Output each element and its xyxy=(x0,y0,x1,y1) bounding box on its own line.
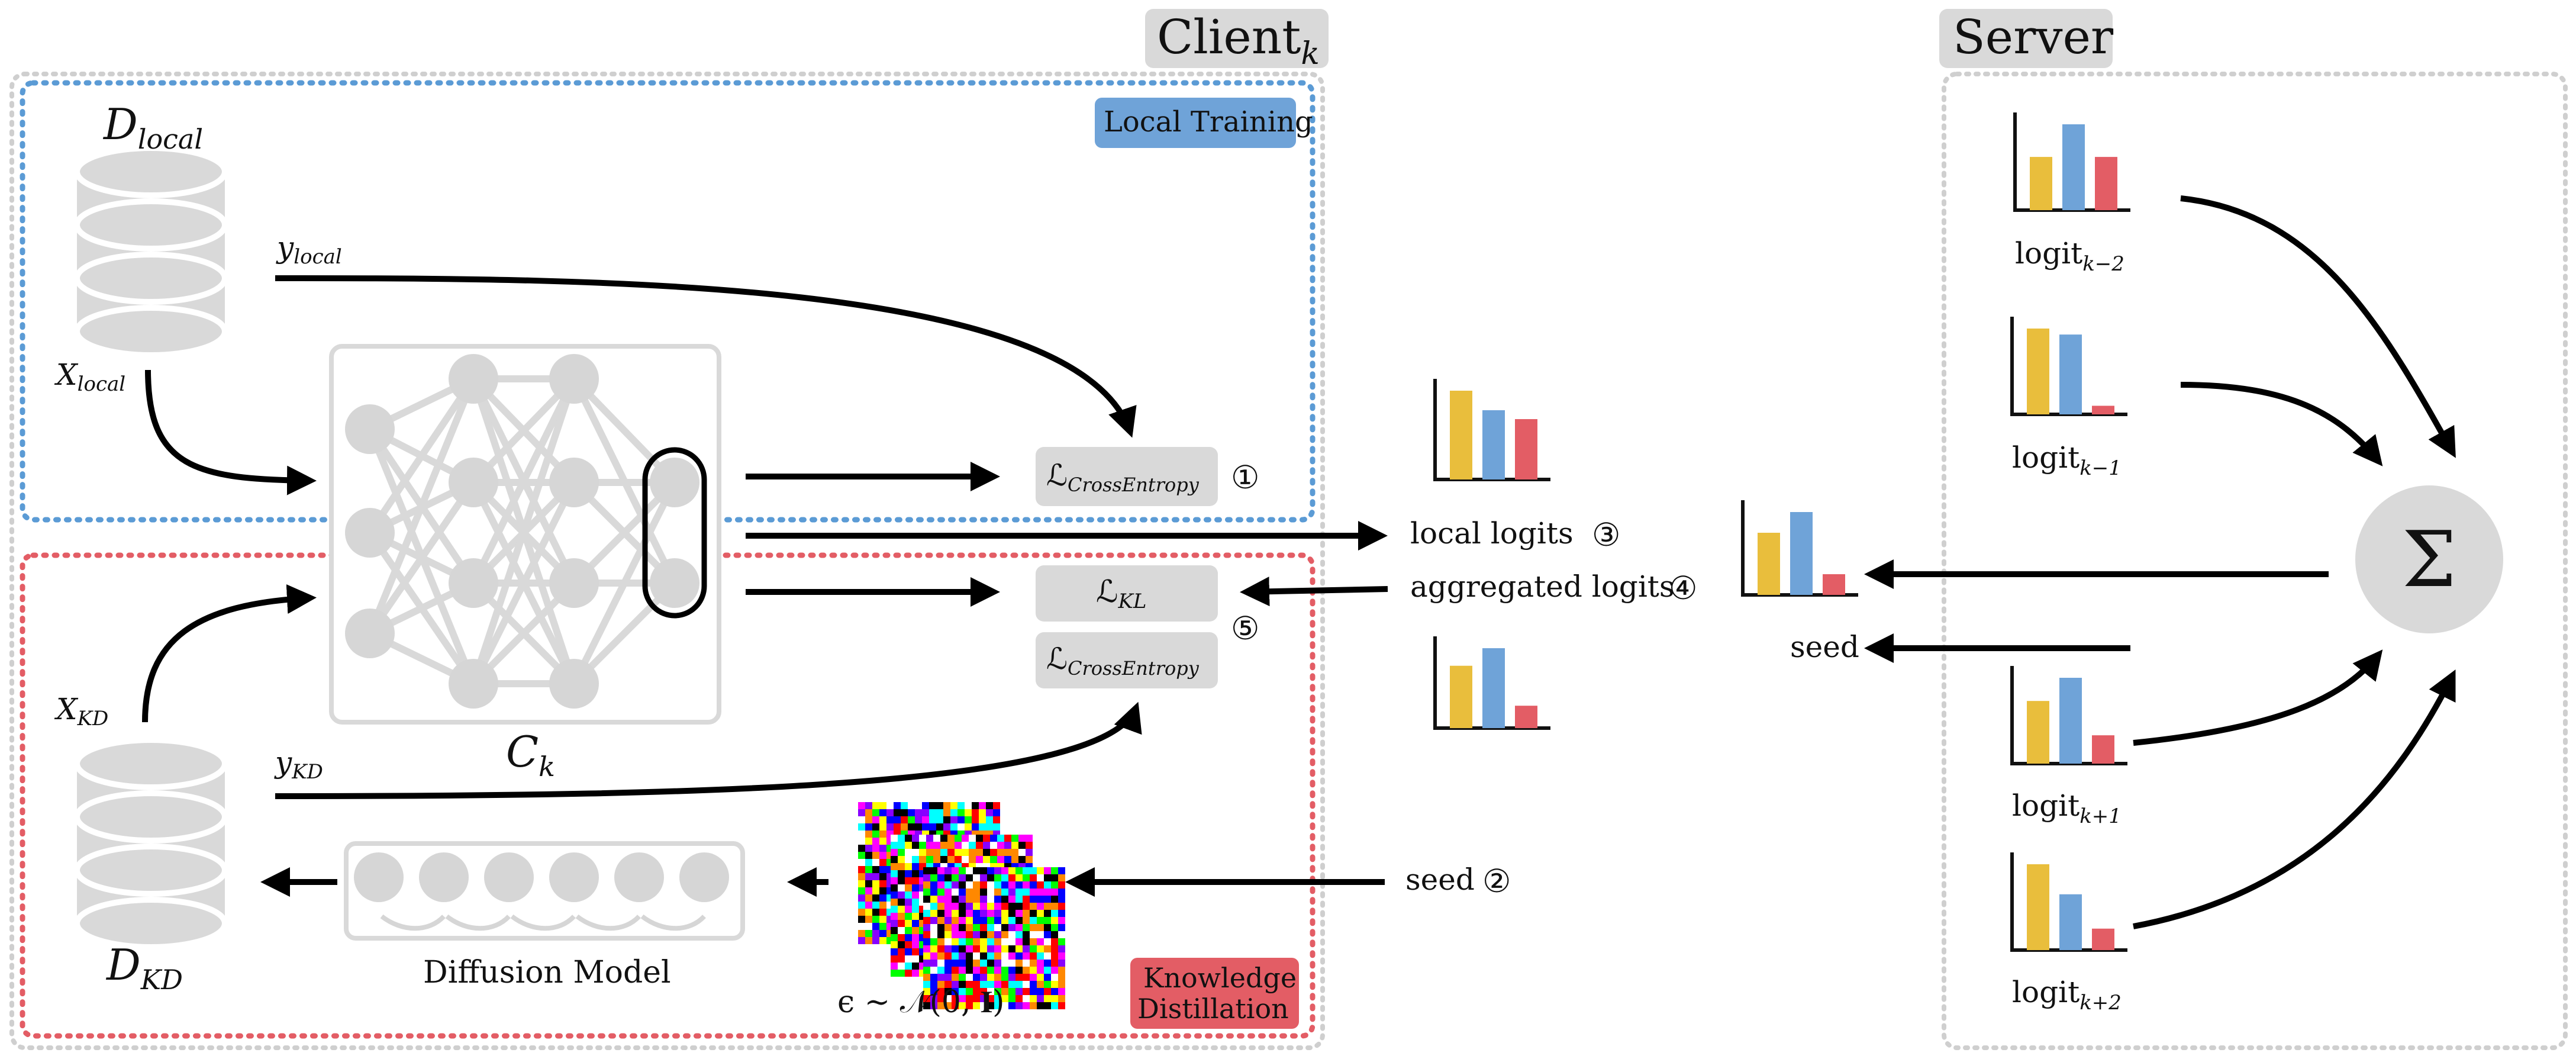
step-2-marker: ② xyxy=(1482,862,1511,900)
mini-chart-axis xyxy=(2013,112,2130,212)
y-local-arrow xyxy=(275,275,1137,438)
loss-ce-bottom-box xyxy=(1036,632,1218,688)
mini-chart-axis xyxy=(2010,666,2127,765)
d-kd-database-icon xyxy=(74,737,228,950)
mini-bar-charts xyxy=(1433,112,2130,952)
noise-label: ϵ ∼ 𝒩(0, 𝐈) xyxy=(837,984,1004,1020)
mini-chart-bar xyxy=(2030,157,2052,210)
output-layer-highlight xyxy=(642,447,707,619)
step-5-marker: ⑤ xyxy=(1231,610,1259,647)
aggregator-sigma: Σ xyxy=(2402,514,2456,604)
aggregated-logits-to-kl-arrow xyxy=(1240,577,1388,607)
logit-k+1-arrow xyxy=(2133,649,2383,746)
noise-image-2 xyxy=(923,867,1065,1009)
client-outer-box xyxy=(9,72,1325,1050)
diffusion-model-label: Diffusion Model xyxy=(423,955,671,990)
kd-badge-line1: Knowledge xyxy=(1143,962,1297,994)
neural-network-ck xyxy=(329,344,721,725)
mini-chart-0 xyxy=(1433,379,1550,481)
x-kd-label: XKD xyxy=(54,692,108,730)
logit-k+2-label: logitk+2 xyxy=(2012,975,2122,1015)
seed-left-label: seed xyxy=(1405,862,1475,897)
loss-kl-box xyxy=(1036,565,1218,622)
mini-chart-bar xyxy=(1450,391,1472,479)
step-3-marker: ③ xyxy=(1592,516,1620,553)
mini-chart-bar xyxy=(2059,894,2082,950)
mini-chart-6 xyxy=(2010,852,2127,952)
mini-chart-1 xyxy=(1741,500,1858,597)
ck-label: Ck xyxy=(506,727,555,783)
mini-chart-axis xyxy=(2010,852,2127,952)
server-outer-box xyxy=(1942,72,2568,1050)
logit-k+1-label: logitk+1 xyxy=(2012,788,2122,828)
mini-chart-4 xyxy=(2010,317,2127,416)
mini-chart-bar xyxy=(1790,512,1813,595)
logit-k-2-arrow xyxy=(2180,195,2456,458)
d-kd-label: DKD xyxy=(105,940,183,996)
mini-chart-bar xyxy=(1482,410,1505,479)
x-kd-arrow xyxy=(142,584,317,723)
logit-k-1-arrow xyxy=(2180,382,2383,466)
d-local-database-icon xyxy=(74,145,228,358)
aggregator-circle xyxy=(2355,485,2503,633)
loss-ce-top-box xyxy=(1036,447,1218,506)
y-local-label: ylocal xyxy=(276,230,342,269)
seed-right-label: seed xyxy=(1790,630,1859,664)
mini-chart-3 xyxy=(2013,112,2130,212)
mini-chart-bar xyxy=(2027,701,2049,764)
mini-chart-bar xyxy=(2059,334,2082,414)
logit-k+2-arrow xyxy=(2133,669,2456,929)
local-logits-label: local logits xyxy=(1410,516,1574,551)
mini-chart-2 xyxy=(1433,636,1550,730)
mini-chart-bar xyxy=(2092,928,2114,950)
noise-images xyxy=(858,802,1065,1009)
knowledge-distillation-badge xyxy=(1130,958,1299,1029)
x-local-label: Xlocal xyxy=(54,358,125,396)
loss-kl-label: ℒKL xyxy=(1096,574,1146,613)
y-kd-arrow xyxy=(275,701,1142,799)
mini-chart-bar xyxy=(2059,678,2082,764)
diffusion-model xyxy=(344,841,745,941)
mini-chart-axis xyxy=(1433,636,1550,730)
step-1-marker: ① xyxy=(1231,459,1259,496)
x-local-arrow xyxy=(145,369,317,495)
logit-k-1-label: logitk−1 xyxy=(2012,440,2122,480)
mini-chart-bar xyxy=(2062,124,2085,210)
server-title: Server xyxy=(1953,9,2114,65)
server-title-bg xyxy=(1939,9,2113,68)
mini-chart-5 xyxy=(2010,666,2127,765)
mini-chart-bar xyxy=(1515,706,1537,728)
mini-chart-bar xyxy=(1515,419,1537,479)
mini-chart-bar xyxy=(1823,574,1845,595)
y-kd-label: yKD xyxy=(274,745,323,784)
mini-chart-axis xyxy=(1433,379,1550,481)
mini-chart-axis xyxy=(2010,317,2127,416)
mini-chart-bar xyxy=(2092,735,2114,764)
mini-chart-bar xyxy=(2027,864,2049,950)
loss-ce-bottom-label: ℒCrossEntropy xyxy=(1046,642,1200,680)
d-local-label: Dlocal xyxy=(102,99,203,155)
mini-chart-bar xyxy=(2095,157,2117,210)
step-4-marker: ④ xyxy=(1669,569,1697,607)
logit-k-2-label: logitk−2 xyxy=(2015,236,2124,276)
mini-chart-bar xyxy=(2092,405,2114,414)
mini-chart-bar xyxy=(1758,533,1780,595)
mini-chart-bar xyxy=(1482,648,1505,728)
aggregated-logits-label: aggregated logits xyxy=(1410,569,1675,604)
local-training-badge xyxy=(1095,98,1296,148)
client-title: Clientk xyxy=(1157,9,1320,72)
knowledge-distillation-box xyxy=(20,552,1316,1039)
client-title-bg xyxy=(1145,9,1329,68)
mini-chart-bar xyxy=(1450,665,1472,728)
mini-chart-bar xyxy=(2027,329,2049,414)
loss-ce-top-label: ℒCrossEntropy xyxy=(1046,458,1200,496)
local-training-badge-text: Local Training xyxy=(1104,105,1313,139)
kd-badge-line2: Distillation xyxy=(1137,993,1289,1025)
mini-chart-axis xyxy=(1741,500,1858,597)
